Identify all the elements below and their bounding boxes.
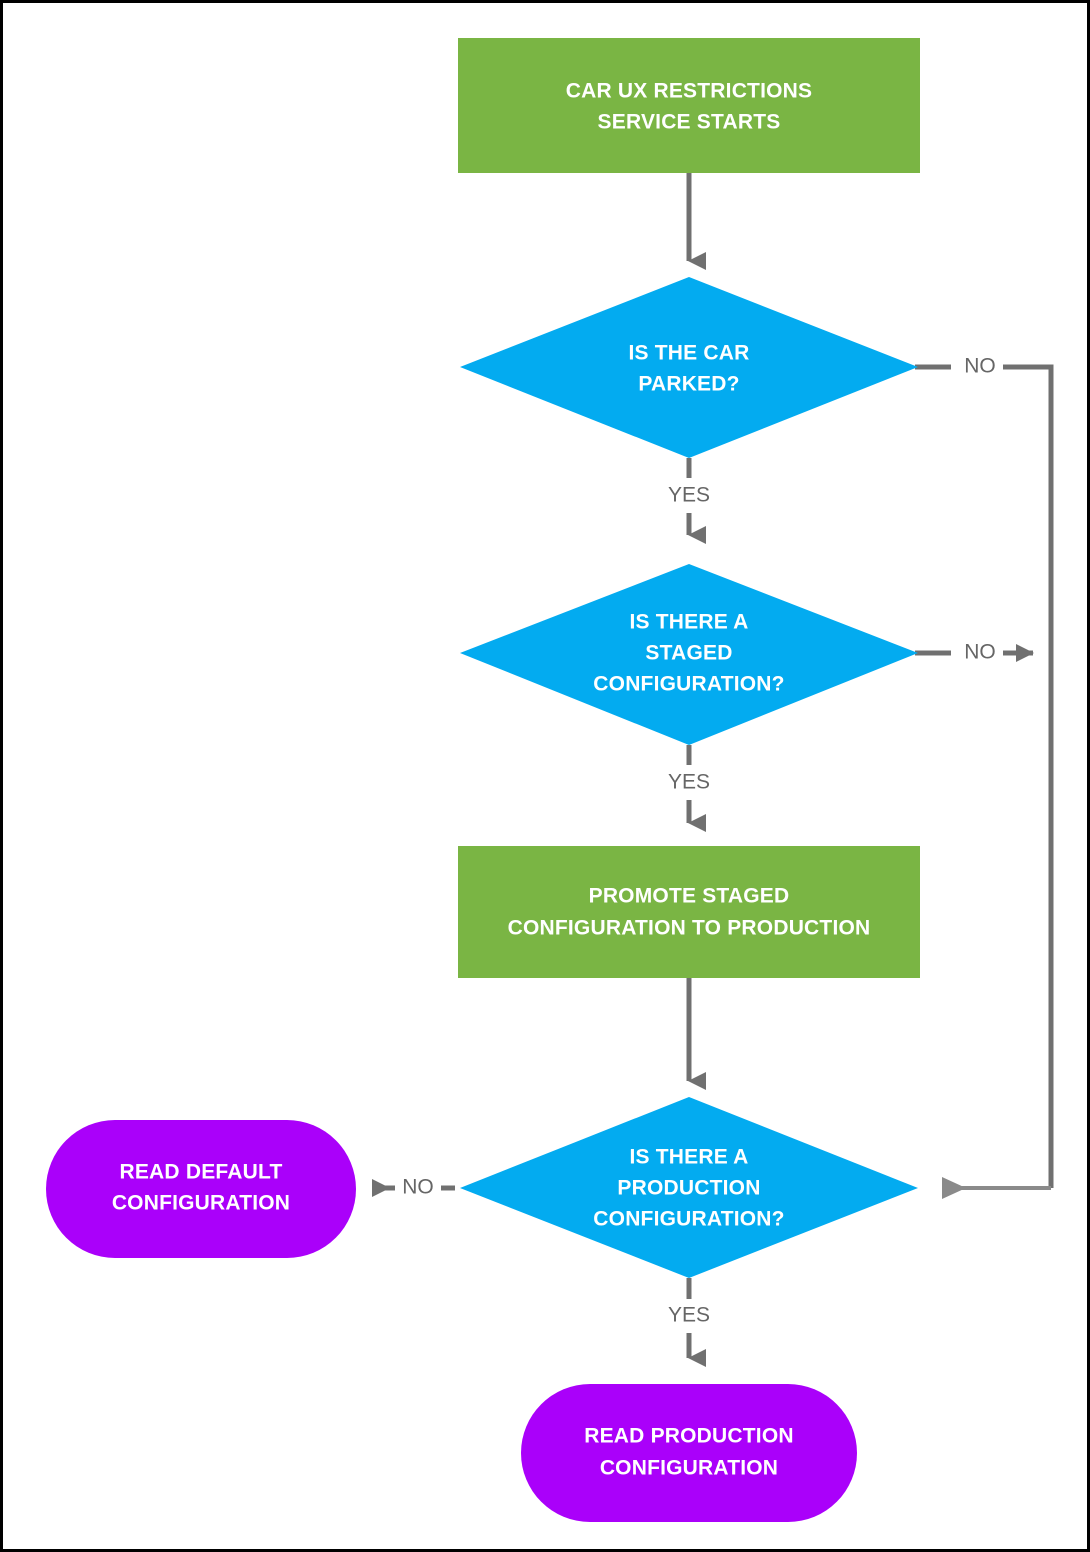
edge-label-production-yes: YES xyxy=(668,1304,710,1327)
edge-label-production-no: NO xyxy=(402,1176,434,1199)
node-is-staged-config[interactable]: IS THERE A STAGED CONFIGURATION? xyxy=(460,564,918,745)
edge-production-no: NO xyxy=(372,1176,455,1199)
node-read-default-config[interactable]: READ DEFAULT CONFIGURATION xyxy=(46,1120,356,1258)
node-read-production-config-line-1: READ PRODUCTION xyxy=(584,1425,794,1448)
edge-label-parked-yes: YES xyxy=(668,484,710,507)
node-is-staged-config-line-3: CONFIGURATION? xyxy=(593,673,784,696)
node-is-production-config[interactable]: IS THERE A PRODUCTION CONFIGURATION? xyxy=(460,1097,918,1278)
node-is-production-config-line-1: IS THERE A xyxy=(629,1146,748,1169)
edge-label-parked-no: NO xyxy=(964,355,996,378)
node-is-staged-config-line-2: STAGED xyxy=(645,642,732,665)
node-promote-staged[interactable]: PROMOTE STAGED CONFIGURATION TO PRODUCTI… xyxy=(458,846,920,978)
node-read-default-config-line-2: CONFIGURATION xyxy=(112,1192,290,1215)
edge-label-staged-yes: YES xyxy=(668,771,710,794)
node-start-line-1: CAR UX RESTRICTIONS xyxy=(566,80,812,103)
node-is-car-parked-line-2: PARKED? xyxy=(638,373,739,396)
node-start[interactable]: CAR UX RESTRICTIONS SERVICE STARTS xyxy=(458,38,920,173)
edge-label-staged-no: NO xyxy=(964,641,996,664)
edge-parked-yes: YES xyxy=(668,458,710,544)
edge-staged-yes: YES xyxy=(668,745,710,832)
node-promote-staged-line-1: PROMOTE STAGED xyxy=(589,885,790,908)
edge-parked-no: NO xyxy=(915,355,1054,1188)
node-is-car-parked[interactable]: IS THE CAR PARKED? xyxy=(460,277,918,458)
node-read-production-config[interactable]: READ PRODUCTION CONFIGURATION xyxy=(521,1384,857,1522)
flowchart-svg: YES NO YES NO xyxy=(46,38,1054,1522)
node-is-staged-config-line-1: IS THERE A xyxy=(629,611,748,634)
node-is-car-parked-line-1: IS THE CAR xyxy=(628,342,749,365)
node-start-line-2: SERVICE STARTS xyxy=(598,111,781,134)
node-read-production-config-line-2: CONFIGURATION xyxy=(600,1457,778,1480)
node-promote-staged-line-2: CONFIGURATION TO PRODUCTION xyxy=(508,917,871,940)
edge-staged-no: NO xyxy=(915,641,1034,664)
node-is-production-config-line-3: CONFIGURATION? xyxy=(593,1208,784,1231)
node-read-default-config-line-1: READ DEFAULT xyxy=(119,1161,282,1184)
node-is-production-config-line-2: PRODUCTION xyxy=(617,1177,760,1200)
edge-production-yes: YES xyxy=(668,1278,710,1367)
